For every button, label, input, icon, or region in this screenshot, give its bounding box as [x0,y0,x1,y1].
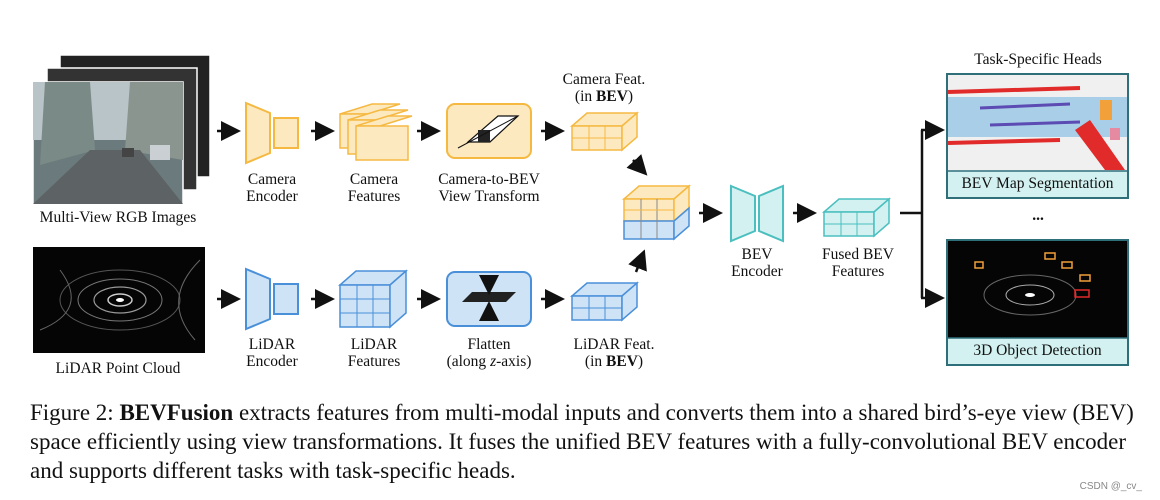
arrow [628,249,647,273]
lidar-features-icon [338,269,408,329]
figure-caption: Figure 2: BEVFusion extracts features fr… [30,400,1134,483]
rgb-images-stack [32,54,211,205]
lidar-point-cloud [33,247,205,353]
flatten-label: Flatten (along z-axis) [446,336,532,370]
bev-encoder-icon [730,184,784,243]
bevfusion-diagram [32,54,1129,366]
detection-head-panel [946,239,1129,366]
lidar-encoder-icon [245,267,299,331]
flatten-icon [446,271,532,327]
concat-bev-cube [621,184,692,241]
camera-features-icon [339,103,413,161]
camera-bev-cube [569,111,640,152]
lidar-bev-feat-label: LiDAR Feat. (in BEV) [573,336,655,370]
lidar-bev-cube [569,281,640,322]
task-heads-title: Task-Specific Heads [974,51,1102,68]
ellipsis: ... [1032,207,1044,224]
view-transform-icon [446,103,532,159]
head-fork-arrows [900,120,945,308]
fused-bev-cube [821,197,892,238]
segmentation-head-panel [946,73,1129,199]
lidar-point-cloud-label: LiDAR Point Cloud [55,360,181,377]
arrow [626,154,648,176]
camera-bev-feat-label: Camera Feat. (in BEV) [562,71,646,105]
watermark: CSDN @_cv_ [1079,481,1142,492]
detection-head-label: 3D Object Detection [973,342,1102,359]
camera-encoder-icon [245,101,299,165]
segmentation-head-label: BEV Map Segmentation [961,175,1114,192]
rgb-images-label: Multi-View RGB Images [39,209,197,226]
